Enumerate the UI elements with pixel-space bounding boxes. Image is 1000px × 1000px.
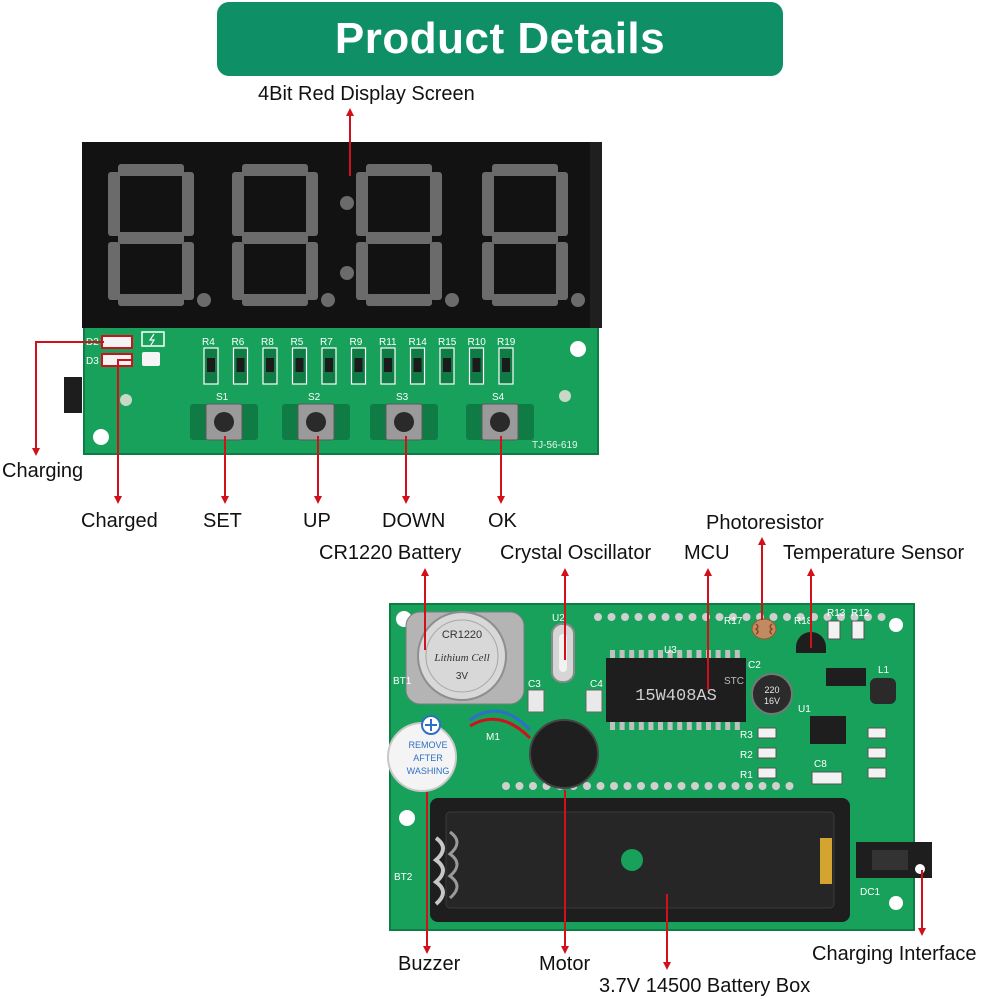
resistor-label: R15 (438, 337, 457, 348)
svg-text:M1: M1 (486, 732, 500, 743)
digit (356, 164, 459, 307)
temperature-sensor-label: Temperature Sensor (783, 542, 965, 564)
charged-label: Charged (81, 510, 158, 532)
svg-text:U1: U1 (798, 704, 811, 715)
mcu-label: MCU (684, 542, 730, 564)
ok-button-label: OK (488, 510, 517, 532)
photoresistor (751, 618, 777, 640)
switch-label: S2 (308, 392, 321, 403)
resistor-label: R8 (261, 337, 274, 348)
svg-text:15W408AS: 15W408AS (635, 687, 717, 706)
svg-text:3V: 3V (456, 671, 469, 682)
bottom-board: CR1220 Lithium Cell 3V BT1 U2 C3 C4 15W4… (387, 603, 932, 931)
u1-chip (810, 716, 846, 744)
svg-text:R2: R2 (740, 750, 753, 761)
tactile-switch: S4 (466, 392, 534, 441)
led-label-d3: D3 (86, 356, 99, 367)
svg-text:C2: C2 (748, 660, 761, 671)
buzzer-label: Buzzer (398, 953, 461, 975)
svg-text:R1: R1 (740, 770, 753, 781)
svg-text:C8: C8 (814, 759, 827, 770)
svg-text:Lithium Cell: Lithium Cell (433, 652, 489, 664)
switch-label: S3 (396, 392, 409, 403)
svg-text:R12: R12 (851, 608, 870, 619)
svg-text:C3: C3 (528, 679, 541, 690)
switch-label: S1 (216, 392, 229, 403)
cr1220-battery-label: CR1220 Battery (319, 542, 462, 564)
tactile-switch: S1 (190, 392, 258, 441)
svg-text:R3: R3 (740, 730, 753, 741)
resistor-label: R19 (497, 337, 516, 348)
board-id-text: TJ-56-619 (532, 440, 578, 451)
bottom-callout-arrows (421, 537, 926, 970)
svg-text:L1: L1 (878, 665, 890, 676)
photoresistor-label: Photoresistor (706, 512, 824, 534)
battery-pad (142, 352, 160, 366)
seven-segment-digits (108, 164, 585, 307)
tactile-switch: S3 (370, 392, 438, 441)
resistor-label: R14 (409, 337, 428, 348)
battery-box-label: 3.7V 14500 Battery Box (599, 975, 811, 997)
down-button-label: DOWN (382, 510, 446, 532)
display-screen-label: 4Bit Red Display Screen (258, 83, 475, 105)
svg-text:AFTER: AFTER (413, 753, 443, 763)
switch-label: S4 (492, 392, 505, 403)
resistor-label: R9 (350, 337, 363, 348)
svg-text:BT1: BT1 (393, 676, 412, 687)
digit (108, 164, 211, 307)
svg-text:R18: R18 (794, 616, 813, 627)
resistor-label: R4 (202, 337, 215, 348)
page-title: Product Details (334, 14, 666, 63)
side-switch (64, 377, 82, 413)
svg-text:DC1: DC1 (860, 887, 880, 898)
mcu-chip (606, 658, 746, 722)
inductor (870, 678, 896, 704)
tactile-switch-row: S1 S2 S3 S4 (190, 392, 534, 441)
svg-text:STC: STC (724, 676, 744, 687)
svg-text:BT2: BT2 (394, 872, 413, 883)
resistor-label: R6 (232, 337, 245, 348)
motor-label: Motor (539, 953, 591, 975)
mount-hole (570, 341, 586, 357)
svg-text:WASHING: WASHING (407, 766, 450, 776)
resistor-row: R4 R6 R8 R5 R7 R9 R11 R14 R15 R10 R19 (202, 337, 516, 385)
top-callout-arrows (32, 108, 505, 504)
resistor-label: R7 (320, 337, 333, 348)
vibration-motor (529, 719, 599, 789)
svg-text:CR1220: CR1220 (442, 629, 482, 641)
svg-text:220: 220 (764, 685, 779, 695)
mount-hole (93, 429, 109, 445)
resistor-label: R5 (291, 337, 304, 348)
mount-hole (399, 810, 415, 826)
svg-text:R17: R17 (724, 616, 743, 627)
tactile-switch: S2 (282, 392, 350, 441)
crystal-oscillator-label: Crystal Oscillator (500, 542, 652, 564)
resistor-label: R10 (468, 337, 487, 348)
set-button-label: SET (203, 510, 242, 532)
digit (232, 164, 335, 307)
electrolytic-capacitor (751, 673, 793, 715)
battery-icon (141, 331, 165, 347)
svg-text:C4: C4 (590, 679, 603, 690)
svg-text:16V: 16V (764, 696, 780, 706)
charging-led (101, 335, 133, 349)
charging-label: Charging (2, 460, 84, 482)
header-banner: Product Details (217, 2, 783, 76)
mount-hole (889, 896, 903, 910)
cr1220-coin-cell (417, 611, 507, 701)
svg-text:R13: R13 (827, 608, 846, 619)
charging-interface-label: Charging Interface (812, 943, 977, 965)
mount-hole (889, 618, 903, 632)
digit (482, 164, 585, 307)
resistor-label: R11 (379, 337, 397, 348)
svg-text:REMOVE: REMOVE (408, 740, 447, 750)
svg-text:U3: U3 (664, 645, 677, 656)
svg-text:U2: U2 (552, 613, 565, 624)
up-button-label: UP (303, 510, 331, 532)
